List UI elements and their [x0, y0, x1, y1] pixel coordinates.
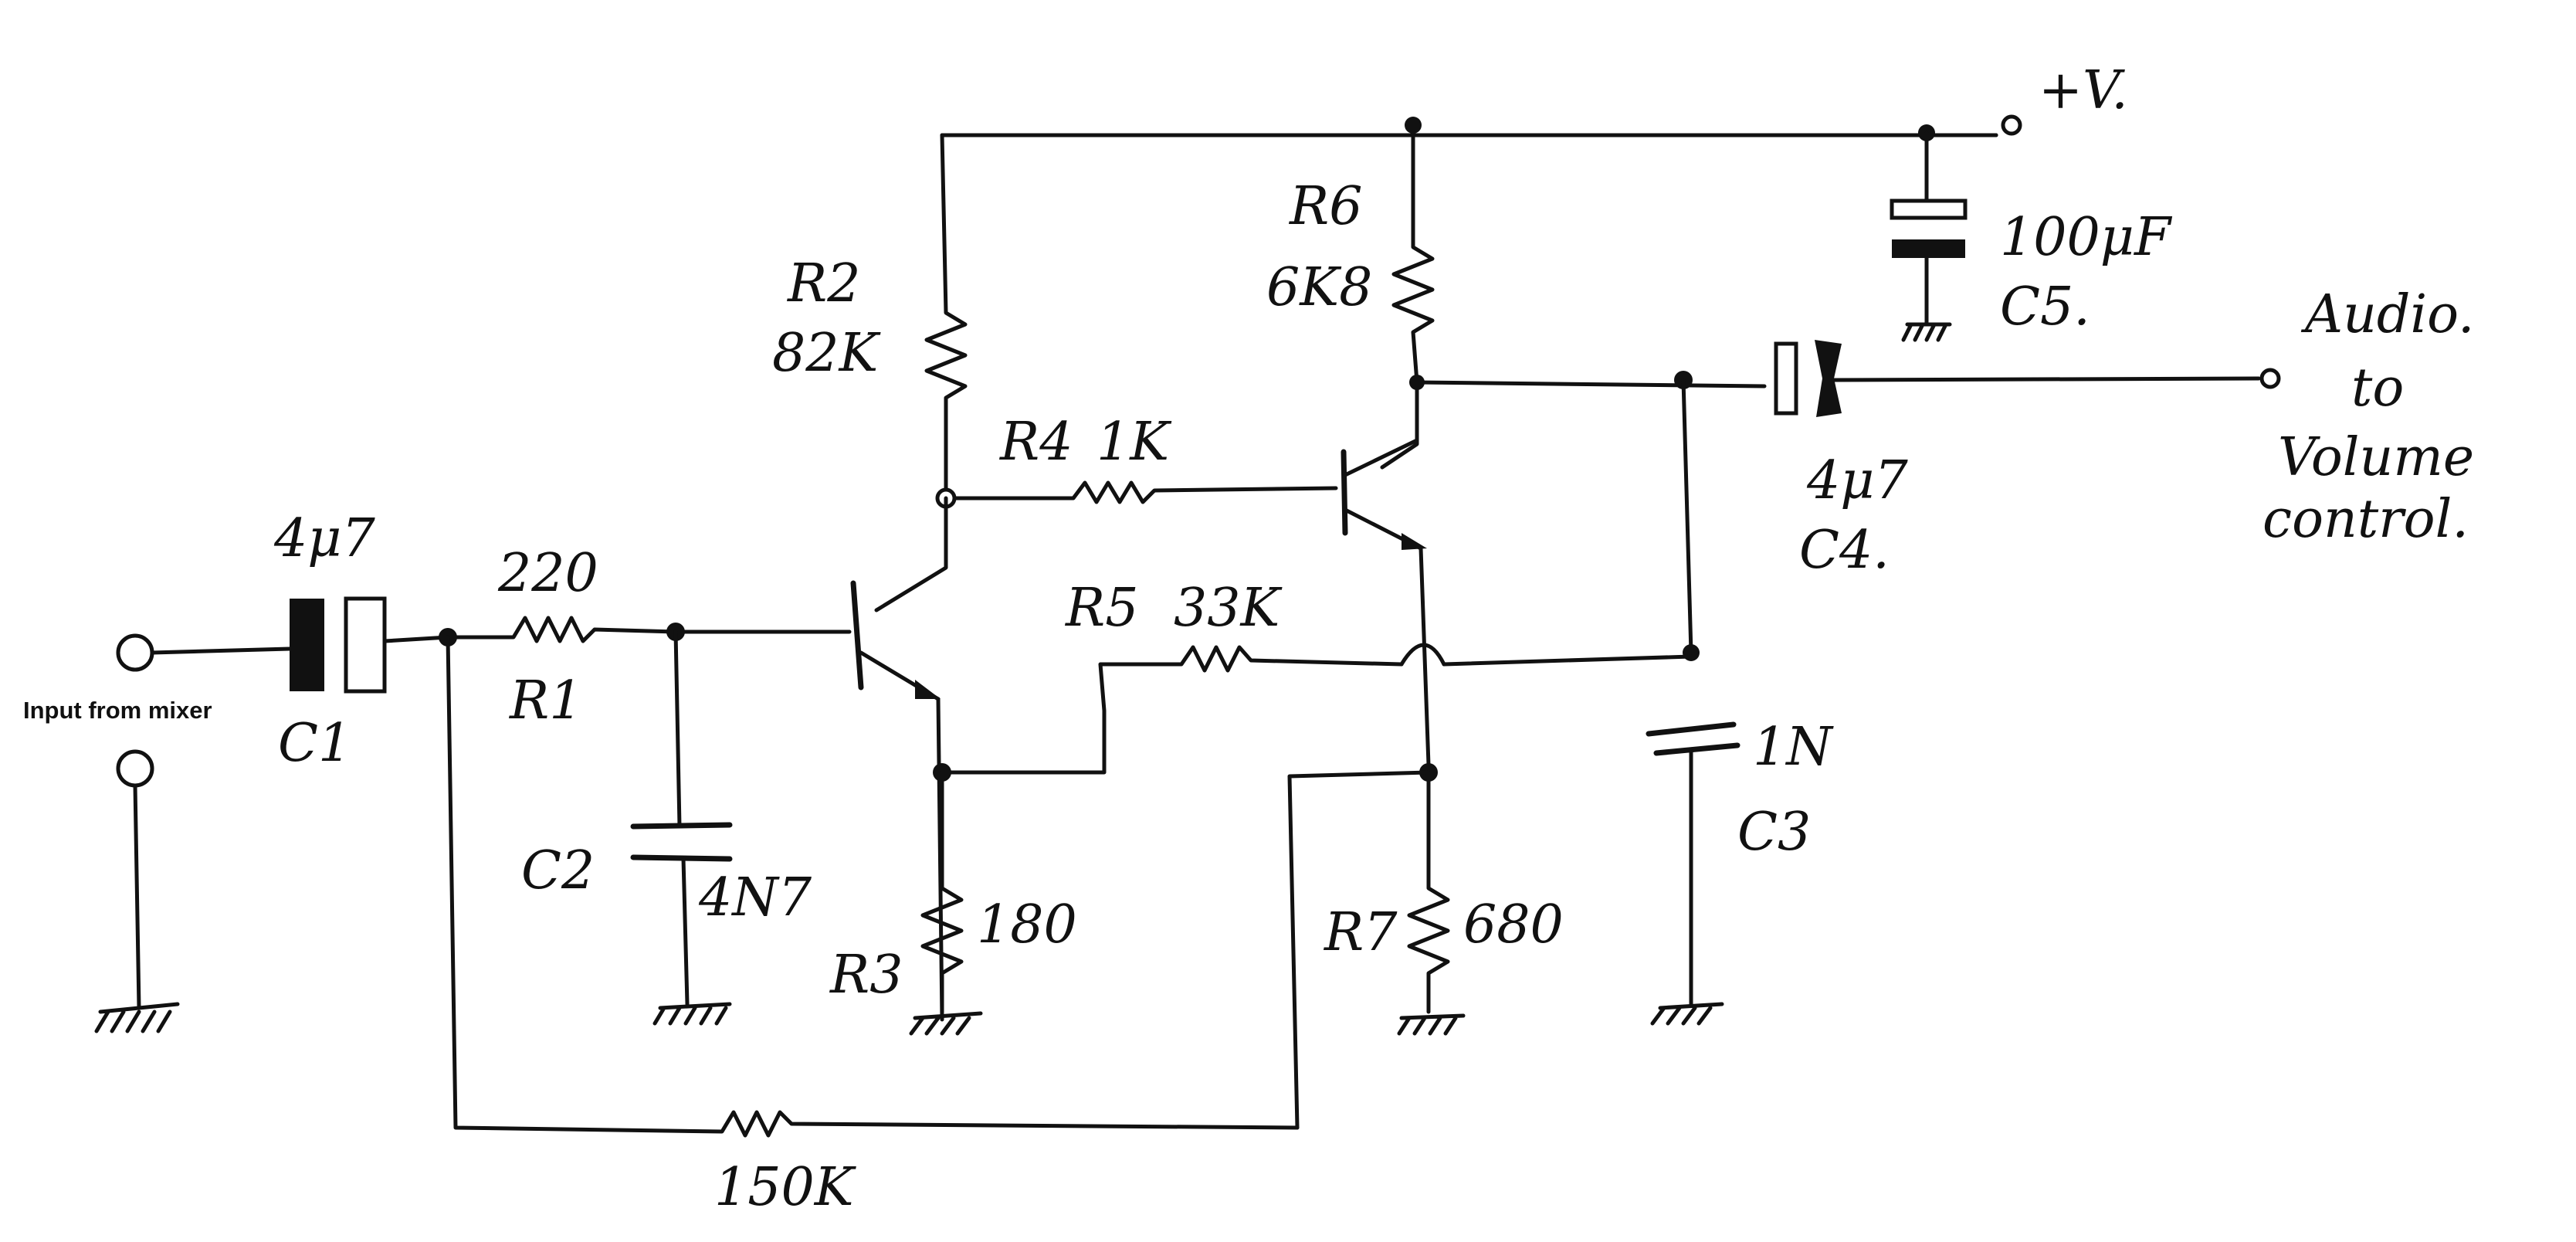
input-ground-icon [94, 1002, 180, 1033]
r3-ref: R3 [829, 945, 903, 1006]
r7-ground-icon [1397, 1013, 1466, 1036]
output-label-3: Volume [2278, 427, 2474, 488]
r5-ref: R5 [1064, 578, 1138, 639]
c4-ref: C4. [1799, 520, 1890, 581]
r4-ref: R4 [998, 412, 1073, 473]
r6-value: 6K8 [1266, 257, 1372, 318]
r5-value: 33K [1174, 578, 1283, 639]
r1-value: 220 [497, 543, 598, 604]
r4-resistor-icon [935, 480, 1338, 509]
output-label-2: to [2351, 358, 2404, 419]
c5-ground-icon [1901, 322, 1952, 342]
supply-rail [940, 114, 2022, 141]
r2-resistor-icon [924, 133, 968, 501]
c4-value: 4μ7 [1806, 450, 1908, 511]
r3-ground-icon [909, 1011, 983, 1036]
rfb-value: 150K [714, 1157, 857, 1218]
input-terminal-icon[interactable] [116, 633, 154, 672]
r2-ref: R2 [786, 253, 860, 314]
c3-ground-icon [1650, 1002, 1724, 1026]
r7-resistor-icon [1407, 770, 1450, 1014]
r1-resistor-icon [439, 616, 852, 646]
supply-terminal-icon[interactable] [2001, 114, 2022, 136]
c3-value: 1N [1753, 717, 1834, 778]
c5-ref: C5. [2000, 277, 2090, 338]
r3-value: 180 [977, 894, 1077, 955]
supply-label: +V. [2039, 60, 2128, 121]
r6-resistor-icon [1391, 133, 1435, 385]
c3-capacitor-icon [1646, 378, 1740, 1006]
c4-electrolytic-capacitor-icon [1774, 340, 2281, 417]
c2-ground-icon [652, 1002, 732, 1026]
c5-electrolytic-capacitor-icon [1890, 131, 1968, 327]
c1-ref: C1 [278, 713, 351, 774]
input-ground-terminal-icon[interactable] [116, 749, 154, 788]
rfb-resistor-icon [446, 635, 1300, 1138]
c5-value: 100μF [2000, 207, 2173, 268]
r7-value: 680 [1463, 894, 1564, 955]
c1-value: 4μ7 [273, 508, 375, 569]
r6-ref: R6 [1288, 176, 1362, 237]
r7-ref: R7 [1323, 902, 1398, 963]
output-node [1380, 371, 1767, 470]
c2-capacitor-icon [630, 629, 733, 1006]
output-label-1: Audio. [2300, 284, 2475, 345]
r2-value: 82K [772, 323, 882, 384]
q2-npn-transistor-icon [1341, 438, 1431, 767]
q1-emitter-node [933, 643, 1693, 782]
c2-value: 4N7 [698, 867, 812, 928]
r3-resistor-icon [920, 770, 964, 1014]
c2-ref: C2 [521, 840, 595, 901]
c3-ref: C3 [1737, 802, 1811, 863]
r1-ref: R1 [508, 670, 582, 731]
c1-electrolytic-capacitor-icon [290, 596, 450, 694]
input-label: Input from mixer [23, 697, 212, 724]
input-terminals [116, 633, 292, 1010]
r4-value: 1K [1096, 412, 1172, 473]
output-label-4: control. [2262, 489, 2469, 550]
output-terminal-icon[interactable] [2259, 368, 2281, 389]
